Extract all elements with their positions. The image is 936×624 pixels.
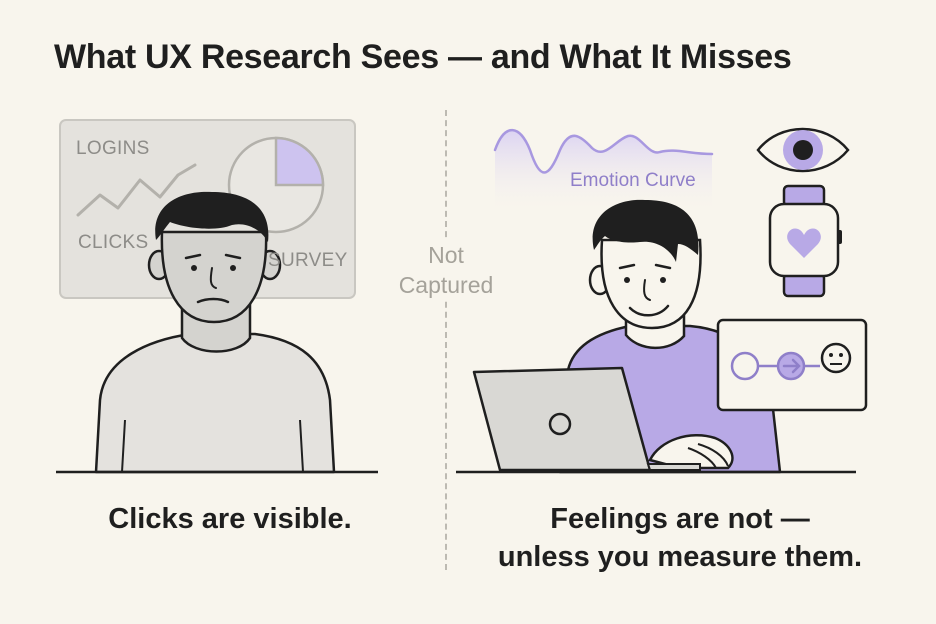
not-captured-line2: Captured bbox=[398, 272, 494, 298]
not-captured-line1: Not bbox=[428, 242, 464, 268]
journey-progress-card bbox=[716, 318, 868, 412]
laptop bbox=[472, 366, 701, 472]
survey-label: SURVEY bbox=[268, 250, 348, 271]
left-caption: Clicks are visible. bbox=[108, 503, 352, 535]
smartwatch-heart-icon bbox=[768, 184, 842, 298]
logins-label: LOGINS bbox=[76, 138, 150, 159]
neutral-face-icon bbox=[820, 342, 852, 374]
clicks-trend-line bbox=[76, 163, 197, 217]
right-caption-line1: Feelings are not — bbox=[550, 503, 810, 535]
not-captured-label: Not Captured bbox=[386, 240, 506, 300]
emotion-curve-label: Emotion Curve bbox=[570, 170, 696, 191]
frowning-person bbox=[94, 191, 336, 474]
right-caption-line2: unless you measure them. bbox=[497, 541, 863, 573]
clicks-label: CLICKS bbox=[78, 232, 149, 253]
right-caption: Feelings are not — unless you measure th… bbox=[460, 500, 900, 576]
eye-icon bbox=[756, 127, 850, 173]
center-divider bbox=[445, 110, 447, 570]
page-title: What UX Research Sees — and What It Miss… bbox=[54, 38, 792, 76]
emotion-curve bbox=[493, 128, 714, 215]
